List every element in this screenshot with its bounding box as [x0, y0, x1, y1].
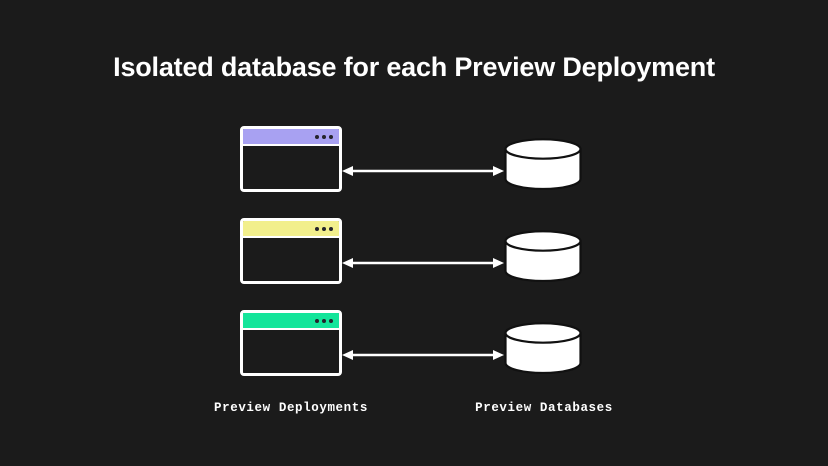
database-cylinder-icon: [504, 230, 582, 282]
browser-window-icon: [240, 310, 342, 376]
window-dots-icon: [315, 226, 333, 231]
connector-arrow: [340, 347, 506, 363]
window-titlebar: [243, 313, 339, 328]
database-cylinder-icon: [504, 322, 582, 374]
database-cylinder-icon: [504, 138, 582, 190]
left-column-label: Preview Deployments: [214, 401, 368, 415]
window-body: [243, 328, 339, 373]
window-dots-icon: [315, 318, 333, 323]
window-body: [243, 236, 339, 281]
browser-window-icon: [240, 126, 342, 192]
window-dots-icon: [315, 134, 333, 139]
window-body: [243, 144, 339, 189]
window-titlebar: [243, 129, 339, 144]
page-title: Isolated database for each Preview Deplo…: [113, 52, 715, 82]
right-column-label: Preview Databases: [475, 401, 613, 415]
connector-arrow: [340, 255, 506, 271]
browser-window-icon: [240, 218, 342, 284]
connector-arrow: [340, 163, 506, 179]
window-titlebar: [243, 221, 339, 236]
